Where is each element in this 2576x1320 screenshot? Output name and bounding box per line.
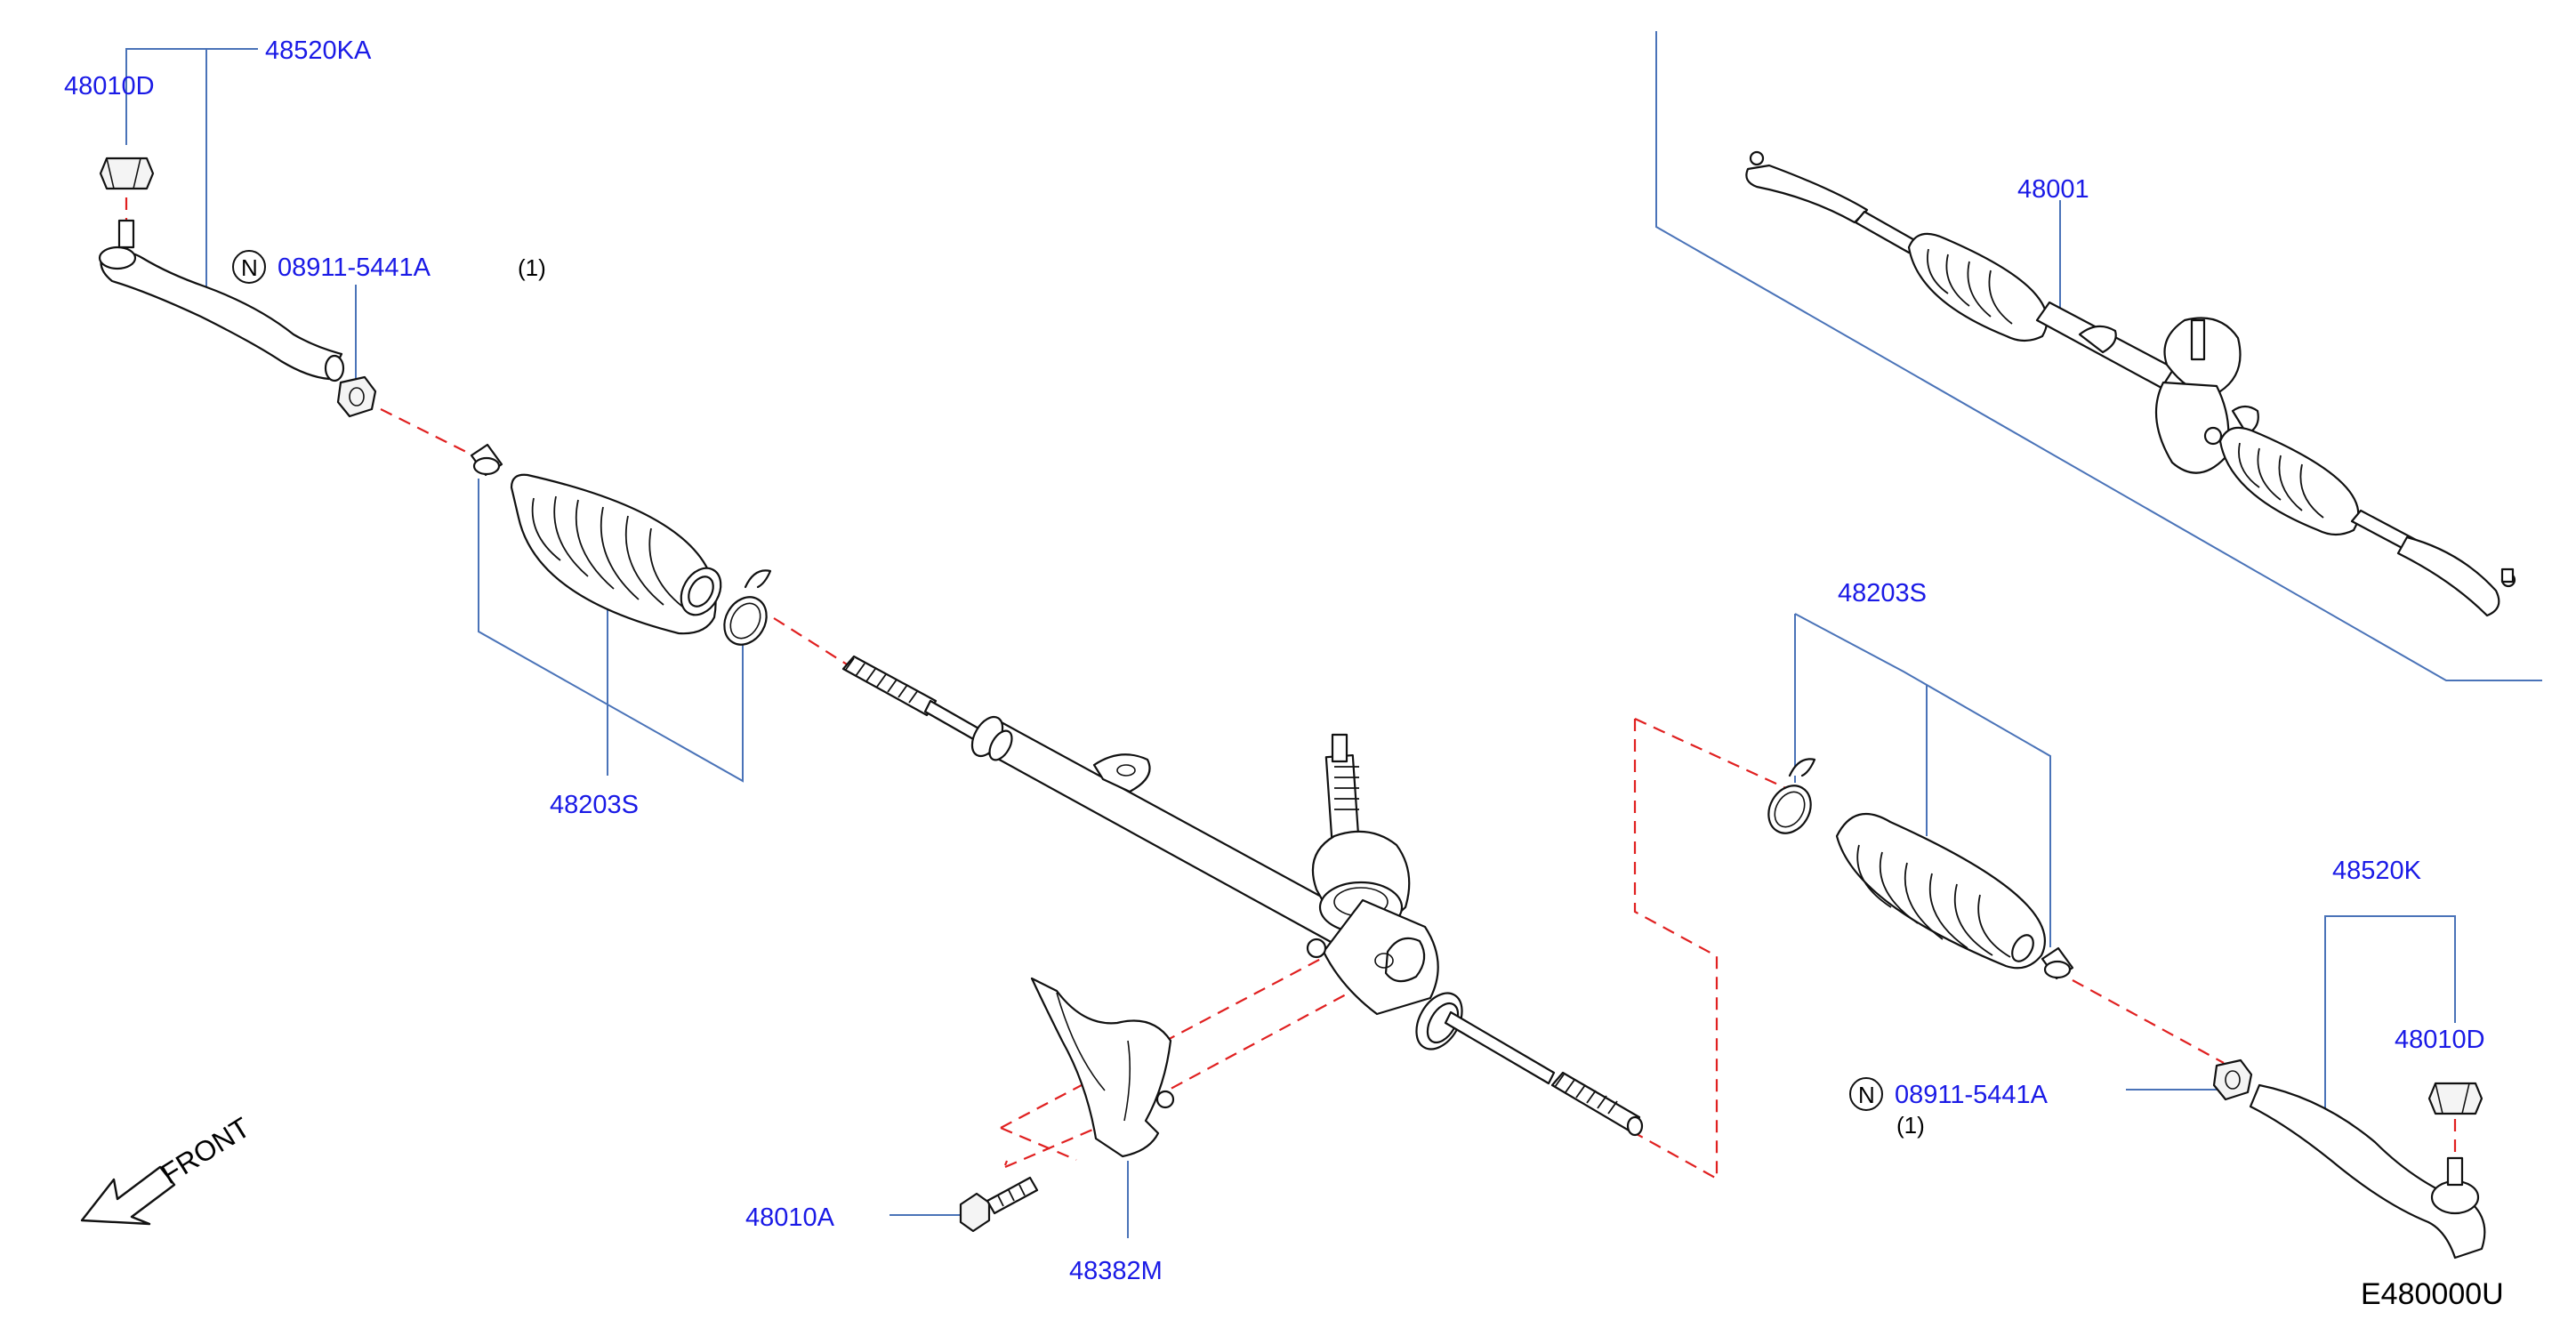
boot-clamp-large-left bbox=[723, 569, 772, 646]
tie-rod-end-left bbox=[98, 219, 345, 382]
label-48203S-left: 48203S bbox=[550, 791, 639, 819]
label-08911-left: 08911-5441A bbox=[278, 254, 431, 282]
boot-clamp-small-right bbox=[2041, 946, 2074, 980]
boot-clamp-small-left bbox=[470, 443, 503, 477]
steering-rack-assembly-complete bbox=[1745, 150, 2516, 617]
label-48010D-right: 48010D bbox=[2395, 1026, 2485, 1054]
lock-nut-right bbox=[2212, 1058, 2253, 1101]
rack-mounting-bracket bbox=[1030, 977, 1175, 1158]
label-48520KA: 48520KA bbox=[265, 36, 372, 65]
label-48520K: 48520K bbox=[2332, 857, 2422, 885]
lock-nut-left bbox=[336, 375, 377, 418]
rack-boot-right bbox=[1835, 812, 2046, 970]
qty-08911-left: (1) bbox=[518, 254, 546, 281]
nut-48010D-left bbox=[99, 157, 155, 190]
arrow-down-left-icon bbox=[80, 1165, 176, 1226]
rack-boot-left bbox=[510, 473, 722, 635]
part-labels: 48520KA 48010D N 08911-5441A (1) 48203S … bbox=[64, 36, 2504, 1311]
label-48010A: 48010A bbox=[745, 1203, 835, 1232]
label-48001: 48001 bbox=[2017, 175, 2089, 204]
label-48010D-left: 48010D bbox=[64, 72, 155, 101]
label-08911-right: 08911-5441A bbox=[1895, 1081, 2049, 1109]
front-direction-label: FRONT bbox=[156, 1111, 256, 1190]
steering-rack-main bbox=[841, 655, 1644, 1137]
tie-rod-end-right bbox=[2249, 1083, 2486, 1260]
nut-symbol-icon bbox=[232, 250, 266, 284]
mounting-bolt bbox=[959, 1176, 1039, 1233]
nut-48010D-right bbox=[2427, 1082, 2483, 1115]
nut-symbol-letter-left: N bbox=[241, 254, 258, 281]
label-48203S-right: 48203S bbox=[1838, 579, 1927, 608]
label-48382M: 48382M bbox=[1069, 1257, 1163, 1285]
nut-symbol-letter-right: N bbox=[1858, 1082, 1875, 1108]
diagram-code: E480000U bbox=[2361, 1277, 2504, 1311]
boot-clamp-large-right bbox=[1767, 758, 1816, 834]
callout-lines bbox=[125, 31, 2542, 1238]
nut-symbol-icon-right bbox=[1849, 1077, 1883, 1111]
qty-08911-right: (1) bbox=[1896, 1112, 1925, 1139]
